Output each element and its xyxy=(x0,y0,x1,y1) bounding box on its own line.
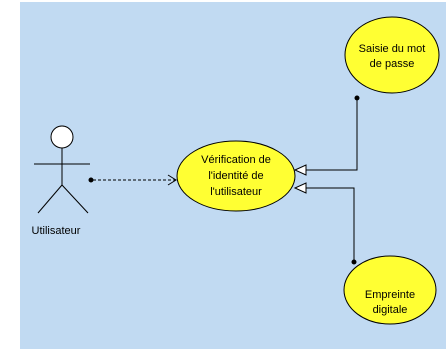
use-case-saisie-line-2: de passe xyxy=(370,58,415,70)
use-case-verification-line-2: l'identité de xyxy=(208,170,263,182)
saisie-generalization-line xyxy=(293,95,360,176)
diagram-background: Utilisateur Vérification de l'identité d… xyxy=(20,2,446,349)
use-case-verification-line-1: Vérification de xyxy=(201,154,271,166)
use-case-saisie-line-1: Saisie du mot xyxy=(359,43,426,55)
actor-utilisateur[interactable]: Utilisateur xyxy=(32,125,90,237)
stick-figure-icon xyxy=(34,125,90,214)
use-case-empreinte[interactable]: Empreinte digitale xyxy=(343,255,437,325)
use-case-empreinte-line-2: digitale xyxy=(373,304,408,316)
actor-to-verification-arrow xyxy=(88,174,177,186)
use-case-empreinte-line-1: Empreinte xyxy=(365,289,415,301)
use-case-verification[interactable]: Vérification de l'identité de l'utilisat… xyxy=(176,140,296,212)
actor-label: Utilisateur xyxy=(32,225,81,237)
use-case-saisie[interactable]: Saisie du mot de passe xyxy=(344,16,440,94)
empreinte-generalization-line xyxy=(293,182,357,265)
use-case-verification-line-3: l'utilisateur xyxy=(210,186,262,198)
